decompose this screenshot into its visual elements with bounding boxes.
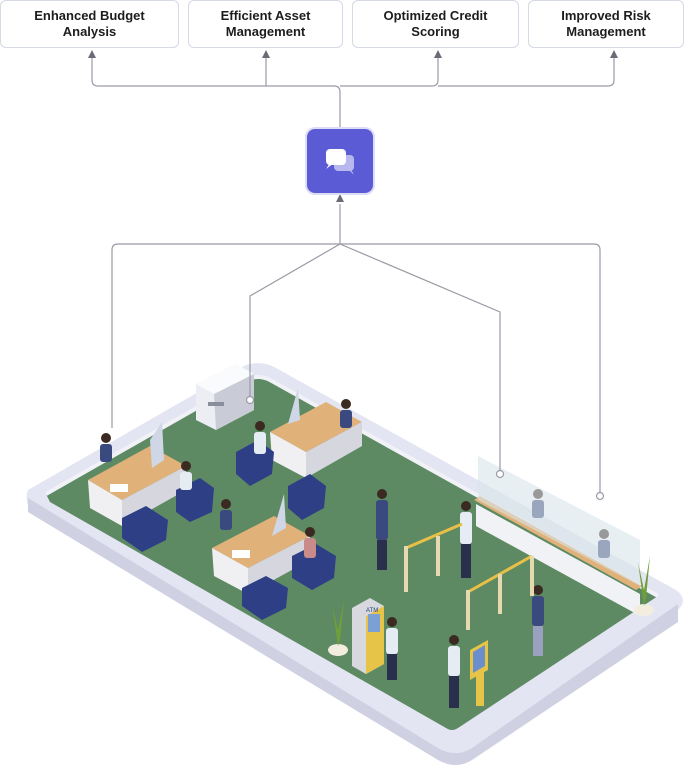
info-kiosk <box>470 640 488 706</box>
atm-machine: ATM <box>352 598 384 674</box>
plant-right <box>634 556 654 616</box>
outcome-label-line1: Improved Risk <box>561 8 651 23</box>
chat-bubbles-icon <box>326 149 354 175</box>
outcome-label-line2: Management <box>566 24 646 39</box>
printer-icon <box>196 364 254 430</box>
atm-label: ATM <box>366 608 378 614</box>
outcome-label-line2: Scoring <box>411 24 460 39</box>
desk-left <box>88 422 186 526</box>
outcome-label-line2: Analysis <box>62 24 117 39</box>
desk-top <box>270 388 362 478</box>
outcome-label-line1: Optimized Credit <box>383 8 488 23</box>
connector-node <box>595 491 605 501</box>
outcome-label-line1: Enhanced Budget <box>34 8 145 23</box>
ai-hub-node <box>307 129 373 193</box>
floor <box>46 377 658 730</box>
connector-node <box>245 395 255 405</box>
armchairs <box>122 440 336 620</box>
teller-counter <box>474 456 642 616</box>
connector-node <box>495 469 505 479</box>
outcome-label-line1: Efficient Asset <box>220 8 311 23</box>
plant-left <box>328 600 348 656</box>
outcome-label-line2: Management <box>225 24 306 39</box>
